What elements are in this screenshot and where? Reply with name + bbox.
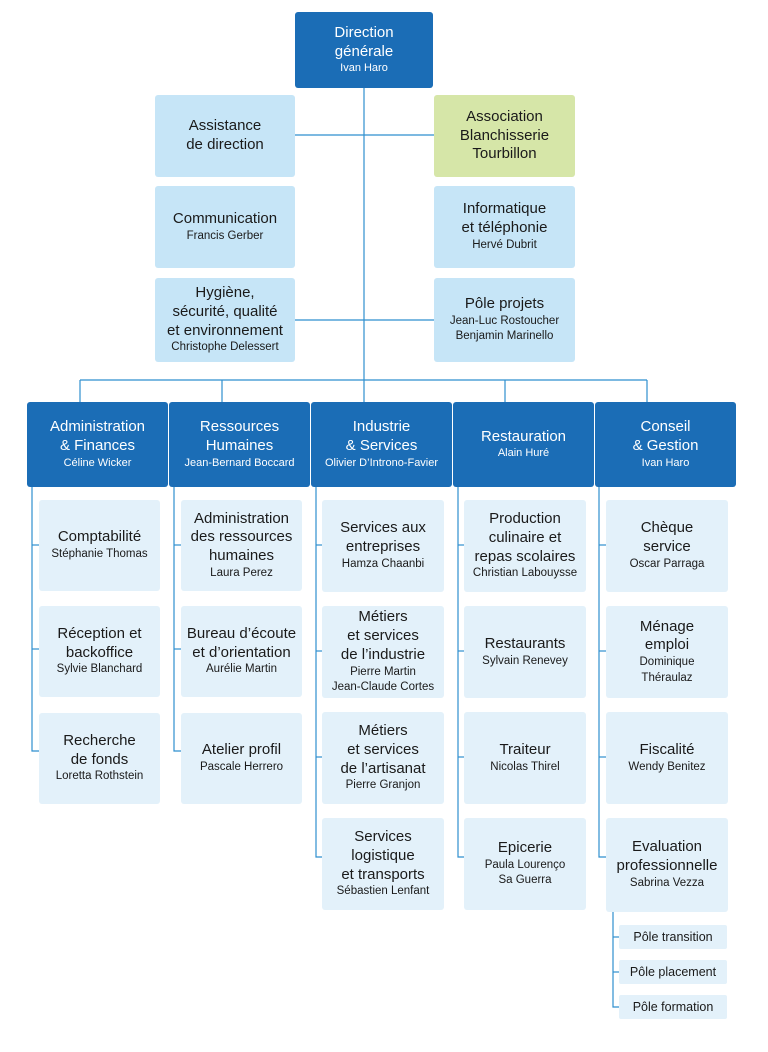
unit-person: Sylvie Blanchard: [56, 663, 143, 676]
unit-person: Pierre Granjon: [345, 779, 421, 792]
unit-title: Production culinaire et repas scolaires: [474, 510, 576, 565]
unit-evaluation-professionnelle: Evaluation professionnelle Sabrina Vezza: [606, 818, 728, 912]
unit-cheque-service: Chèque service Oscar Parraga: [606, 500, 728, 592]
association-box: Association Blanchisserie Tourbillon: [434, 95, 575, 177]
unit-person: Pierre Martin Jean-Claude Cortes: [331, 665, 435, 694]
unit-person: Dominique Théraulaz: [639, 656, 695, 684]
pole-placement: Pôle placement: [619, 960, 727, 984]
department-industrie-services: Industrie & Services Olivier D’Introno-F…: [311, 402, 452, 487]
communication-person: Francis Gerber: [186, 229, 264, 242]
unit-person: Wendy Benitez: [628, 760, 706, 773]
unit-administration-rh: Administration des ressources humaines L…: [181, 500, 302, 591]
department-head: Olivier D’Introno-Favier: [324, 456, 439, 469]
unit-restaurants: Restaurants Sylvain Renevey: [464, 606, 586, 698]
unit-fiscalite: Fiscalité Wendy Benitez: [606, 712, 728, 804]
unit-title: Bureau d’écoute et d’orientation: [186, 624, 297, 661]
department-title: Administration & Finances: [49, 418, 146, 455]
direction-title: Direction générale: [334, 23, 394, 60]
unit-title: Comptabilité: [57, 528, 142, 546]
unit-services-logistique: Services logistique et transports Sébast…: [322, 818, 444, 910]
department-title: Conseil & Gestion: [632, 418, 699, 455]
unit-person: Paula Lourenço Sa Guerra: [484, 858, 566, 887]
unit-reception-backoffice: Réception et backoffice Sylvie Blanchard: [39, 606, 160, 697]
unit-title: Ménage emploi: [639, 617, 695, 654]
informatique-title: Informatique et téléphonie: [461, 200, 548, 237]
communication-title: Communication: [172, 209, 278, 227]
unit-title: Métiers et services de l’artisanat: [340, 722, 426, 777]
department-restauration: Restauration Alain Huré: [453, 402, 594, 487]
projets-title: Pôle projets: [464, 295, 545, 313]
unit-title: Chèque service: [640, 519, 694, 556]
unit-metiers-artisanat: Métiers et services de l’artisanat Pierr…: [322, 712, 444, 804]
communication-box: Communication Francis Gerber: [155, 186, 295, 268]
unit-title: Restaurants: [484, 634, 566, 652]
unit-metiers-industrie: Métiers et services de l’industrie Pierr…: [322, 606, 444, 698]
unit-person: Loretta Rothstein: [55, 770, 144, 783]
hygiene-person: Christophe Delessert: [171, 341, 279, 354]
projets-person: Jean-Luc Rostoucher Benjamin Marinello: [449, 314, 560, 343]
department-title: Ressources Humaines: [199, 418, 280, 455]
unit-person: Stéphanie Thomas: [51, 548, 148, 561]
unit-menage-emploi: Ménage emploi Dominique Théraulaz: [606, 606, 728, 698]
unit-person: Sébastien Lenfant: [336, 885, 430, 898]
unit-recherche-fonds: Recherche de fonds Loretta Rothstein: [39, 713, 160, 804]
unit-traiteur: Traiteur Nicolas Thirel: [464, 712, 586, 804]
unit-person: Laura Perez: [210, 566, 273, 579]
unit-person: Aurélie Martin: [206, 663, 277, 676]
unit-person: Nicolas Thirel: [490, 760, 560, 773]
unit-title: Administration des ressources humaines: [190, 509, 293, 565]
unit-title: Métiers et services de l’industrie: [340, 608, 426, 663]
unit-title: Atelier profil: [201, 741, 282, 759]
direction-generale-box: Direction générale Ivan Haro: [295, 12, 433, 88]
department-head: Jean-Bernard Boccard: [184, 456, 295, 469]
pole-transition: Pôle transition: [619, 925, 727, 949]
department-title: Restauration: [480, 427, 567, 445]
unit-atelier-profil: Atelier profil Pascale Herrero: [181, 713, 302, 804]
hygiene-box: Hygiène, sécurité, qualité et environnem…: [155, 278, 295, 362]
department-head: Ivan Haro: [641, 456, 690, 469]
projets-box: Pôle projets Jean-Luc Rostoucher Benjami…: [434, 278, 575, 362]
assistance-title: Assistance de direction: [186, 117, 264, 153]
unit-person: Sabrina Vezza: [629, 876, 705, 889]
unit-title: Services logistique et transports: [341, 828, 425, 883]
unit-person: Hamza Chaanbi: [341, 557, 425, 570]
department-administration-finances: Administration & Finances Céline Wicker: [27, 402, 168, 487]
hygiene-title: Hygiène, sécurité, qualité et environnem…: [167, 284, 283, 339]
unit-title: Services aux entreprises: [340, 519, 426, 556]
unit-title: Réception et backoffice: [57, 624, 142, 661]
unit-services-entreprises: Services aux entreprises Hamza Chaanbi: [322, 500, 444, 592]
department-head: Céline Wicker: [63, 456, 132, 469]
department-ressources-humaines: Ressources Humaines Jean-Bernard Boccard: [169, 402, 310, 487]
unit-title: Evaluation professionnelle: [616, 838, 718, 875]
unit-person: Oscar Parraga: [629, 557, 705, 570]
department-conseil-gestion: Conseil & Gestion Ivan Haro: [595, 402, 736, 487]
unit-person: Sylvain Renevey: [482, 654, 568, 667]
department-title: Industrie & Services: [345, 418, 418, 455]
unit-title: Epicerie: [497, 839, 553, 857]
unit-comptabilite: Comptabilité Stéphanie Thomas: [39, 500, 160, 591]
unit-production-culinaire: Production culinaire et repas scolaires …: [464, 500, 586, 592]
unit-title: Fiscalité: [639, 740, 695, 758]
unit-person: Christian Labouysse: [472, 567, 578, 580]
assistance-box: Assistance de direction: [155, 95, 295, 177]
unit-title: Traiteur: [499, 740, 551, 758]
unit-title: Recherche de fonds: [63, 731, 136, 768]
unit-epicerie: Epicerie Paula Lourenço Sa Guerra: [464, 818, 586, 910]
unit-bureau-ecoute: Bureau d’écoute et d’orientation Aurélie…: [181, 606, 302, 697]
informatique-box: Informatique et téléphonie Hervé Dubrit: [434, 186, 575, 268]
unit-person: Pascale Herrero: [199, 761, 284, 774]
association-title: Association Blanchisserie Tourbillon: [459, 107, 550, 163]
department-head: Alain Huré: [497, 447, 550, 460]
informatique-person: Hervé Dubrit: [472, 238, 537, 251]
pole-formation: Pôle formation: [619, 995, 727, 1019]
direction-person: Ivan Haro: [340, 62, 388, 75]
